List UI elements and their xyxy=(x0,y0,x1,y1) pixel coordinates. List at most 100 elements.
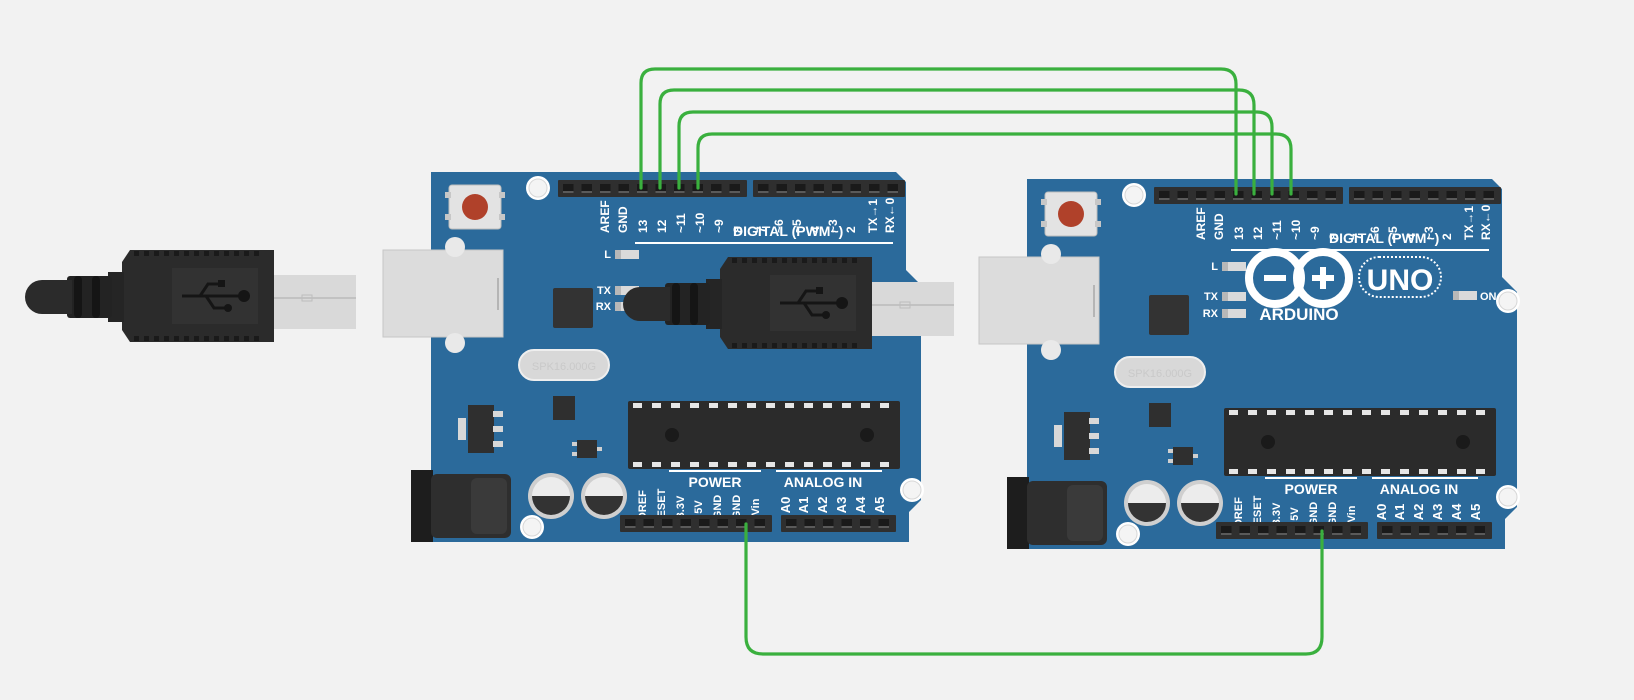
regulator-leg xyxy=(493,426,503,432)
regulator-leg xyxy=(493,441,503,447)
header-pin[interactable] xyxy=(860,519,871,528)
header-pin[interactable] xyxy=(1196,191,1207,200)
usb-port[interactable] xyxy=(978,256,1100,345)
header-pin[interactable] xyxy=(563,184,574,193)
header-pin[interactable] xyxy=(1270,191,1281,200)
digital-pin-label: TX→1 xyxy=(866,199,880,233)
header-pin[interactable] xyxy=(729,184,741,193)
chip-pin xyxy=(1400,410,1409,415)
header-pin[interactable] xyxy=(1332,526,1343,535)
header-pin[interactable] xyxy=(1354,191,1365,200)
header-pin[interactable] xyxy=(1419,526,1430,535)
header-pin[interactable] xyxy=(1258,526,1269,535)
usb-cable-2[interactable] xyxy=(623,257,954,349)
header-pin[interactable] xyxy=(795,184,806,193)
header-pin[interactable] xyxy=(1221,526,1232,535)
header-pin[interactable] xyxy=(625,519,636,528)
header-pin[interactable] xyxy=(680,519,692,528)
chip-pin xyxy=(785,403,794,408)
header-pin[interactable] xyxy=(1465,191,1476,200)
header-pin[interactable] xyxy=(643,519,655,528)
header-pin-edge xyxy=(1325,198,1336,200)
header-pin[interactable] xyxy=(600,184,611,193)
power-pin-label: 5V xyxy=(1289,507,1301,521)
header-pin[interactable] xyxy=(1233,191,1244,200)
header-pin[interactable] xyxy=(618,184,630,193)
header-pin[interactable] xyxy=(662,519,673,528)
header-pin[interactable] xyxy=(1313,526,1325,535)
header-pin-edge xyxy=(563,191,574,193)
header-pin[interactable] xyxy=(869,184,880,193)
grip-ridge xyxy=(832,343,837,348)
power-label: POWER xyxy=(1285,481,1338,497)
header-pin[interactable] xyxy=(1391,191,1402,200)
power-jack-front[interactable] xyxy=(1007,477,1029,549)
reset-button[interactable] xyxy=(1058,201,1084,227)
header-pin[interactable] xyxy=(786,519,797,528)
header-pin[interactable] xyxy=(832,184,843,193)
header-pin[interactable] xyxy=(736,519,747,528)
header-pin[interactable] xyxy=(1428,191,1439,200)
header-pin[interactable] xyxy=(1251,191,1263,200)
header-pin-edge xyxy=(1446,198,1457,200)
jumper-wire[interactable] xyxy=(658,88,1256,196)
digital-header-left xyxy=(1154,187,1343,204)
header-pin[interactable] xyxy=(1437,526,1449,535)
header-pin[interactable] xyxy=(1159,191,1170,200)
header-pin[interactable] xyxy=(878,519,890,528)
header-pin[interactable] xyxy=(1276,526,1288,535)
header-pin[interactable] xyxy=(850,184,862,193)
header-pin[interactable] xyxy=(581,184,593,193)
header-pin[interactable] xyxy=(1446,191,1458,200)
jumper-wire[interactable] xyxy=(639,67,1238,196)
jumper-wire[interactable] xyxy=(696,132,1293,196)
usb-cable-1[interactable] xyxy=(25,250,356,342)
header-pin[interactable] xyxy=(1409,191,1421,200)
digital-pin-label: 2 xyxy=(844,226,858,233)
power-jack-front[interactable] xyxy=(411,470,433,542)
header-pin[interactable] xyxy=(699,519,710,528)
header-pin[interactable] xyxy=(887,184,899,193)
header-pin[interactable] xyxy=(813,184,825,193)
header-pin[interactable] xyxy=(841,519,853,528)
reset-button[interactable] xyxy=(462,194,488,220)
header-pin[interactable] xyxy=(1288,191,1300,200)
header-pin[interactable] xyxy=(1350,526,1362,535)
header-pin[interactable] xyxy=(1382,526,1393,535)
header-pin[interactable] xyxy=(1295,526,1306,535)
header-pin[interactable] xyxy=(1177,191,1189,200)
digital-pin-label: 13 xyxy=(1232,226,1246,240)
header-pin[interactable] xyxy=(711,184,722,193)
digital-label: DIGITAL (PWM~) xyxy=(1329,230,1439,246)
header-pin[interactable] xyxy=(1400,526,1412,535)
header-pin[interactable] xyxy=(1325,191,1337,200)
chip-pin xyxy=(652,462,661,467)
chip-dimple xyxy=(860,428,874,442)
digital-pin-label: ~3 xyxy=(826,219,840,233)
header-pin[interactable] xyxy=(1372,191,1384,200)
grip-ridge xyxy=(224,336,229,341)
chip-pin xyxy=(1457,469,1466,474)
header-pin[interactable] xyxy=(776,184,788,193)
header-pin[interactable] xyxy=(823,519,834,528)
usb-port[interactable] xyxy=(382,249,504,338)
header-pin[interactable] xyxy=(1474,526,1486,535)
header-pin[interactable] xyxy=(1239,526,1251,535)
grip-ridge xyxy=(144,336,149,341)
header-pin[interactable] xyxy=(1214,191,1226,200)
jumper-wire[interactable] xyxy=(677,110,1274,196)
header-pin[interactable] xyxy=(1456,526,1467,535)
chip-pin xyxy=(842,403,851,408)
header-pin[interactable] xyxy=(1483,191,1495,200)
header-pin-edge xyxy=(878,526,889,528)
jumper-wire[interactable] xyxy=(744,522,1324,656)
header-pin[interactable] xyxy=(758,184,769,193)
header-pin[interactable] xyxy=(804,519,816,528)
header-pin[interactable] xyxy=(1307,191,1318,200)
header-pin[interactable] xyxy=(717,519,729,528)
usb-port-slot xyxy=(1093,285,1095,317)
header-pin[interactable] xyxy=(754,519,766,528)
